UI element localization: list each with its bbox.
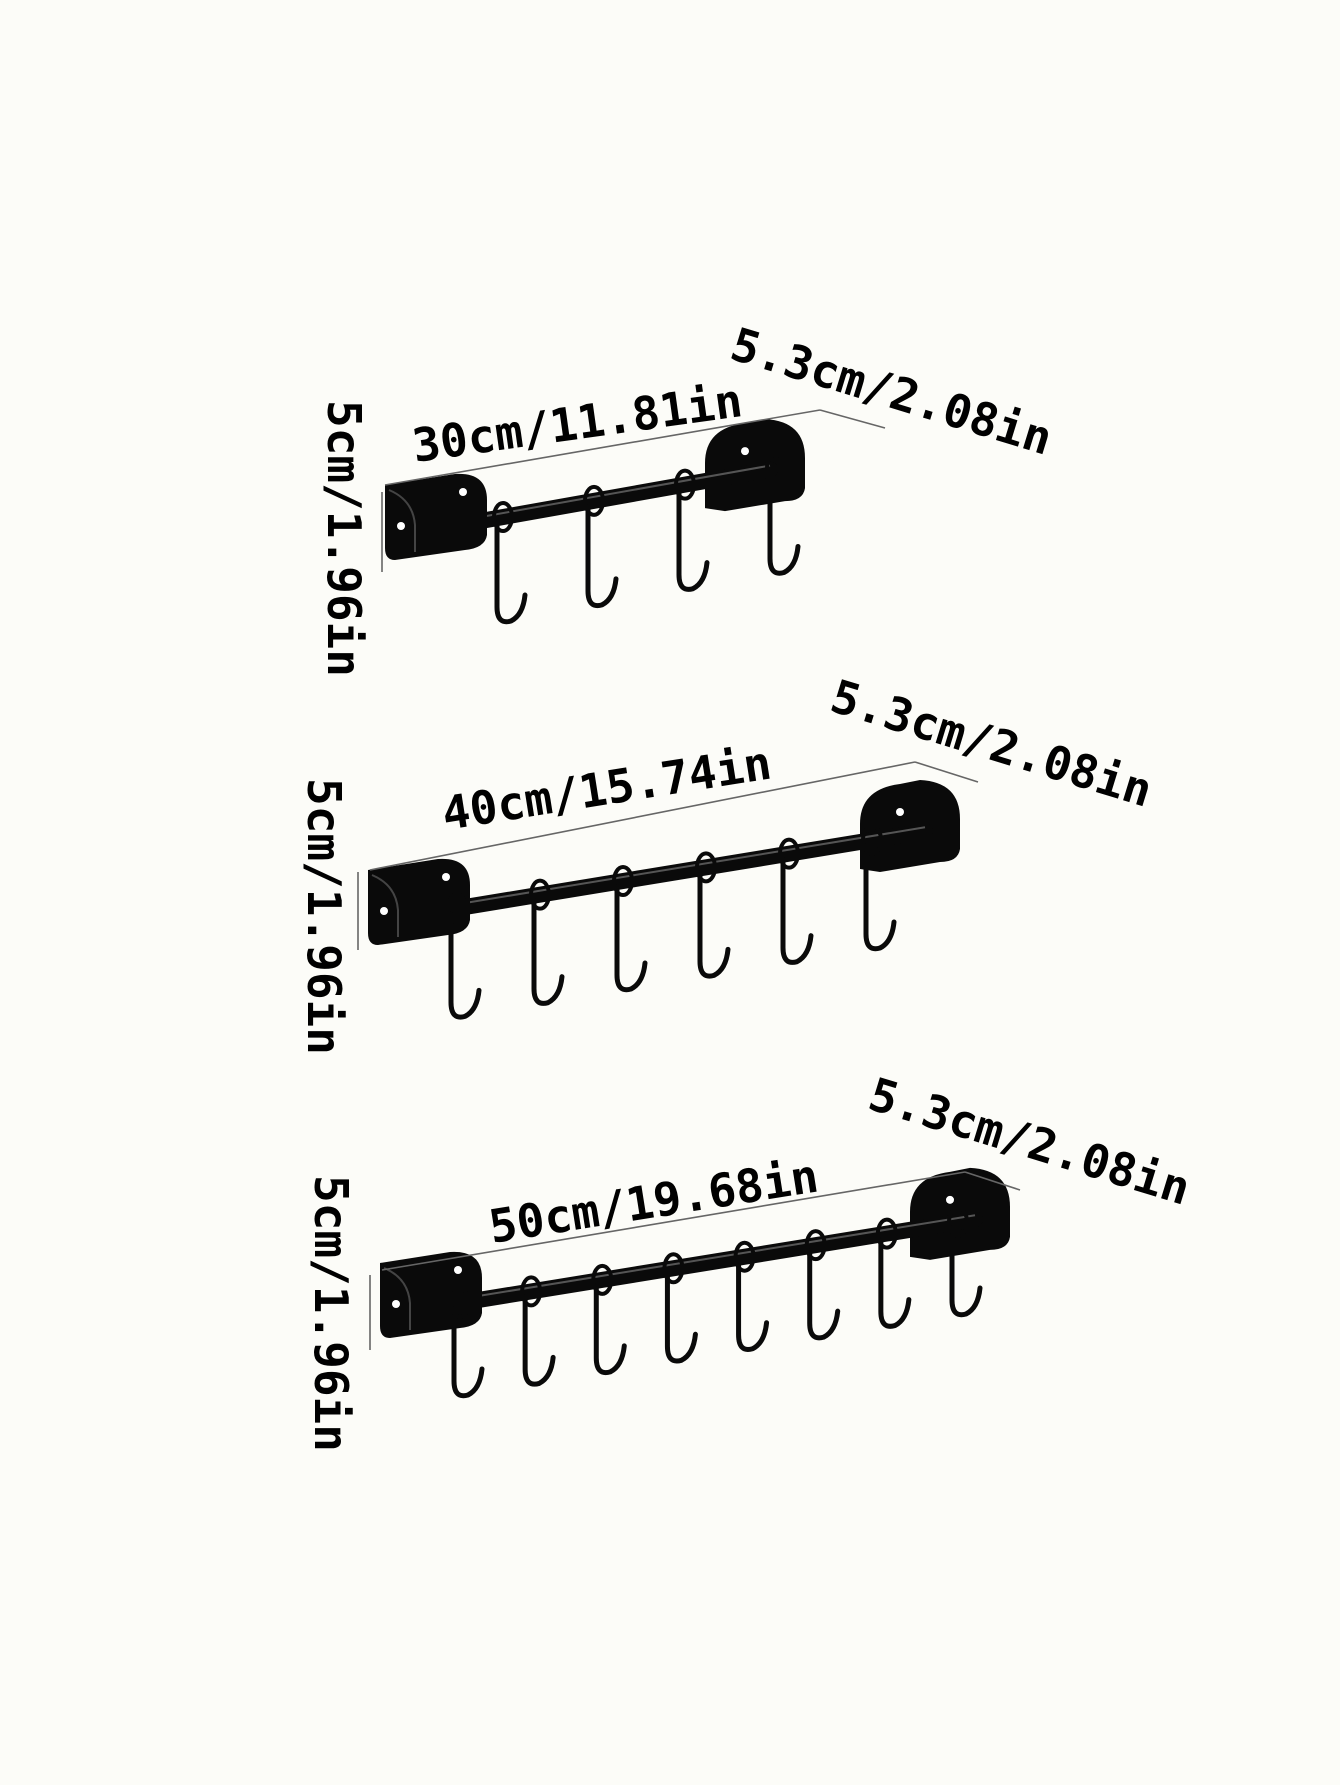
rack-illustration [380,1167,1010,1399]
hook-ring [778,837,800,870]
hook-ring [875,1217,898,1250]
hook [664,1271,698,1364]
screw-hole [442,873,450,881]
hook-ring [591,1263,614,1296]
hook [807,1248,841,1341]
rail-rod [400,823,933,925]
depth-dimension-line [964,1171,1021,1191]
hook [736,1260,770,1352]
length-label: 50cm/19.68in [485,1149,822,1254]
bracket-edge [383,1267,411,1330]
hook-ring [583,484,605,517]
length-dimension-line [369,761,916,871]
rack-illustration [385,419,805,625]
hook [878,1237,912,1329]
hook [767,471,801,576]
hook-ring [612,865,634,898]
screw-hole [459,488,467,496]
hook-ring [446,892,468,925]
depth-dimension-line [914,761,979,783]
screw-hole [741,447,749,456]
screw-hole [392,1300,400,1308]
height-label: 5cm/1.96in [317,400,371,677]
hook [614,884,648,993]
length-label: 30cm/11.81in [409,373,746,473]
bracket-edge [371,874,399,937]
hook-ring [695,851,717,884]
rod-highlight [407,826,926,914]
rack-50cm: 50cm/19.68in 5.3cm/2.08in 5cm/1.96in [304,1067,1196,1452]
hook-ring [861,824,883,857]
hook-ring [520,1275,543,1308]
depth-dimension-line [819,409,886,429]
hook [949,1225,983,1318]
hook [522,1294,556,1387]
hook-ring [449,1286,471,1319]
hook [585,504,619,609]
length-dimension-line [381,1171,966,1271]
rack-illustration [368,779,960,1020]
hook [531,898,565,1006]
hook-ring [804,1229,827,1262]
hook-ring [947,1206,969,1239]
screw-hole [454,1266,462,1274]
hook [780,857,814,965]
height-label: 5cm/1.96in [297,778,351,1055]
hook [494,520,528,625]
screw-hole [397,522,405,530]
hook [676,488,710,592]
left-bracket [385,473,487,560]
rack-30cm: 30cm/11.81in 5.3cm/2.08in 5cm/1.96in [317,317,1058,677]
hook-ring [492,501,514,534]
rack-40cm: 40cm/15.74in 5.3cm/2.08in 5cm/1.96in [297,669,1158,1055]
rod-highlight [419,1214,976,1307]
hook [697,870,731,979]
screw-hole [946,1195,954,1204]
hook-ring [674,468,696,501]
hook [863,843,897,952]
hook [593,1283,627,1376]
hook-ring [662,1252,685,1285]
height-label: 5cm/1.96in [304,1175,358,1452]
screw-hole [896,807,904,816]
hook [448,911,482,1020]
depth-label: 5.3cm/2.08in [863,1067,1197,1216]
left-bracket [368,858,470,945]
length-label: 40cm/15.74in [438,736,775,841]
screw-hole [380,907,388,915]
hook-ring [529,878,551,911]
hook [451,1306,485,1399]
hook-ring [733,1240,756,1273]
bracket-edge [388,489,416,552]
rail-rod [412,1211,983,1318]
hook-ring [765,452,787,485]
length-dimension-line [384,409,821,486]
